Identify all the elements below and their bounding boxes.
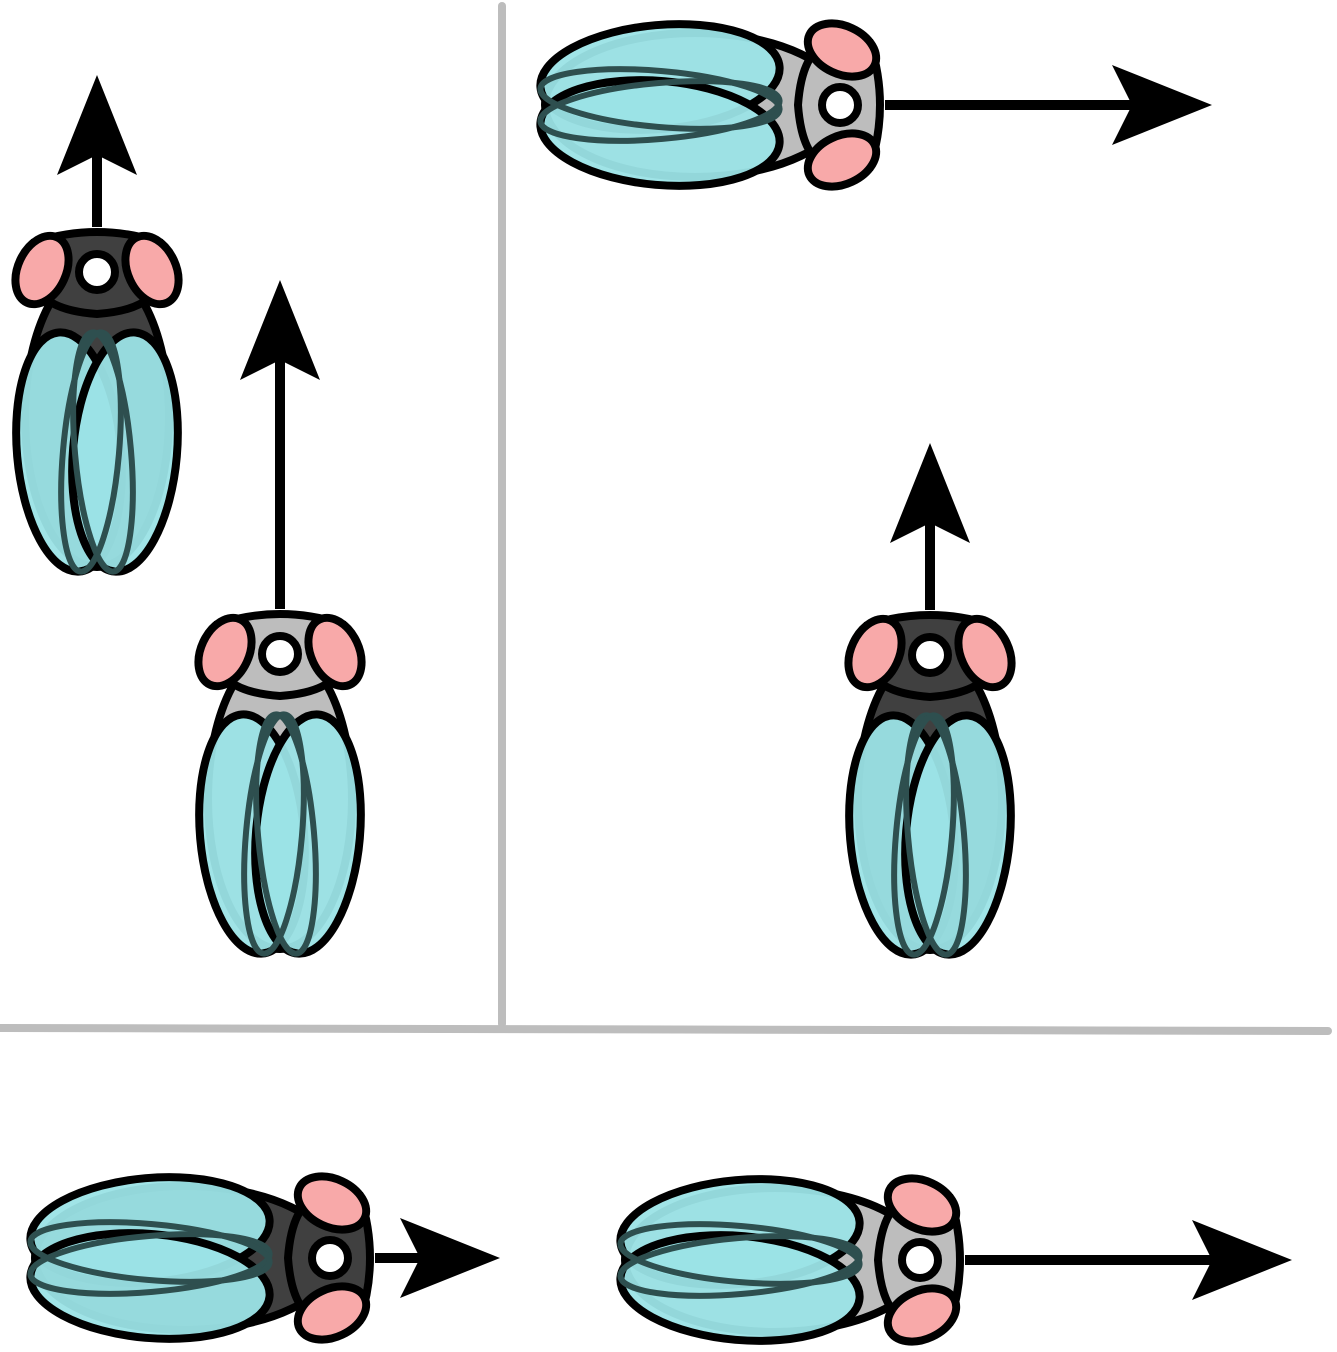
eye-right xyxy=(954,614,1016,692)
wing-vein-right xyxy=(617,1221,863,1287)
fly-6 xyxy=(616,1174,1292,1346)
fly-5 xyxy=(26,1172,500,1344)
wing-vein-right xyxy=(241,711,307,957)
wing-vein-left xyxy=(27,1231,273,1297)
wing-vein-right xyxy=(891,712,957,958)
eye-left xyxy=(803,19,881,81)
eye-left xyxy=(293,1172,371,1234)
fly-1 xyxy=(11,75,183,576)
eye-right xyxy=(803,129,881,191)
eye-left xyxy=(11,231,73,309)
eye-left xyxy=(883,1174,961,1236)
panel-top-right xyxy=(536,19,1212,959)
eye-right xyxy=(304,613,366,691)
head-spot xyxy=(75,250,119,294)
fly-2 xyxy=(194,280,366,958)
horizontal-divider xyxy=(0,1024,1332,1035)
panel-top-left xyxy=(11,75,366,958)
head-spot xyxy=(308,1236,352,1280)
wing-vein-right xyxy=(537,66,783,132)
wing-vein-left xyxy=(537,78,783,144)
panel-bottom xyxy=(26,1172,1292,1346)
eye-right xyxy=(883,1284,961,1346)
eye-right xyxy=(121,231,183,309)
head-spot xyxy=(898,1238,942,1282)
eye-left xyxy=(844,614,906,692)
wing-vein-left xyxy=(617,1233,863,1299)
head-spot xyxy=(818,83,862,127)
eye-right xyxy=(293,1282,371,1344)
fly-3 xyxy=(536,19,1212,191)
eye-left xyxy=(194,613,256,691)
fly-4 xyxy=(844,443,1016,959)
head-spot xyxy=(908,633,952,677)
wing-vein-right xyxy=(27,1219,273,1285)
wing-vein-left xyxy=(903,712,969,958)
wing-vein-right xyxy=(58,329,124,575)
wing-vein-left xyxy=(253,711,319,957)
wing-vein-left xyxy=(70,329,136,575)
head-spot xyxy=(258,632,302,676)
